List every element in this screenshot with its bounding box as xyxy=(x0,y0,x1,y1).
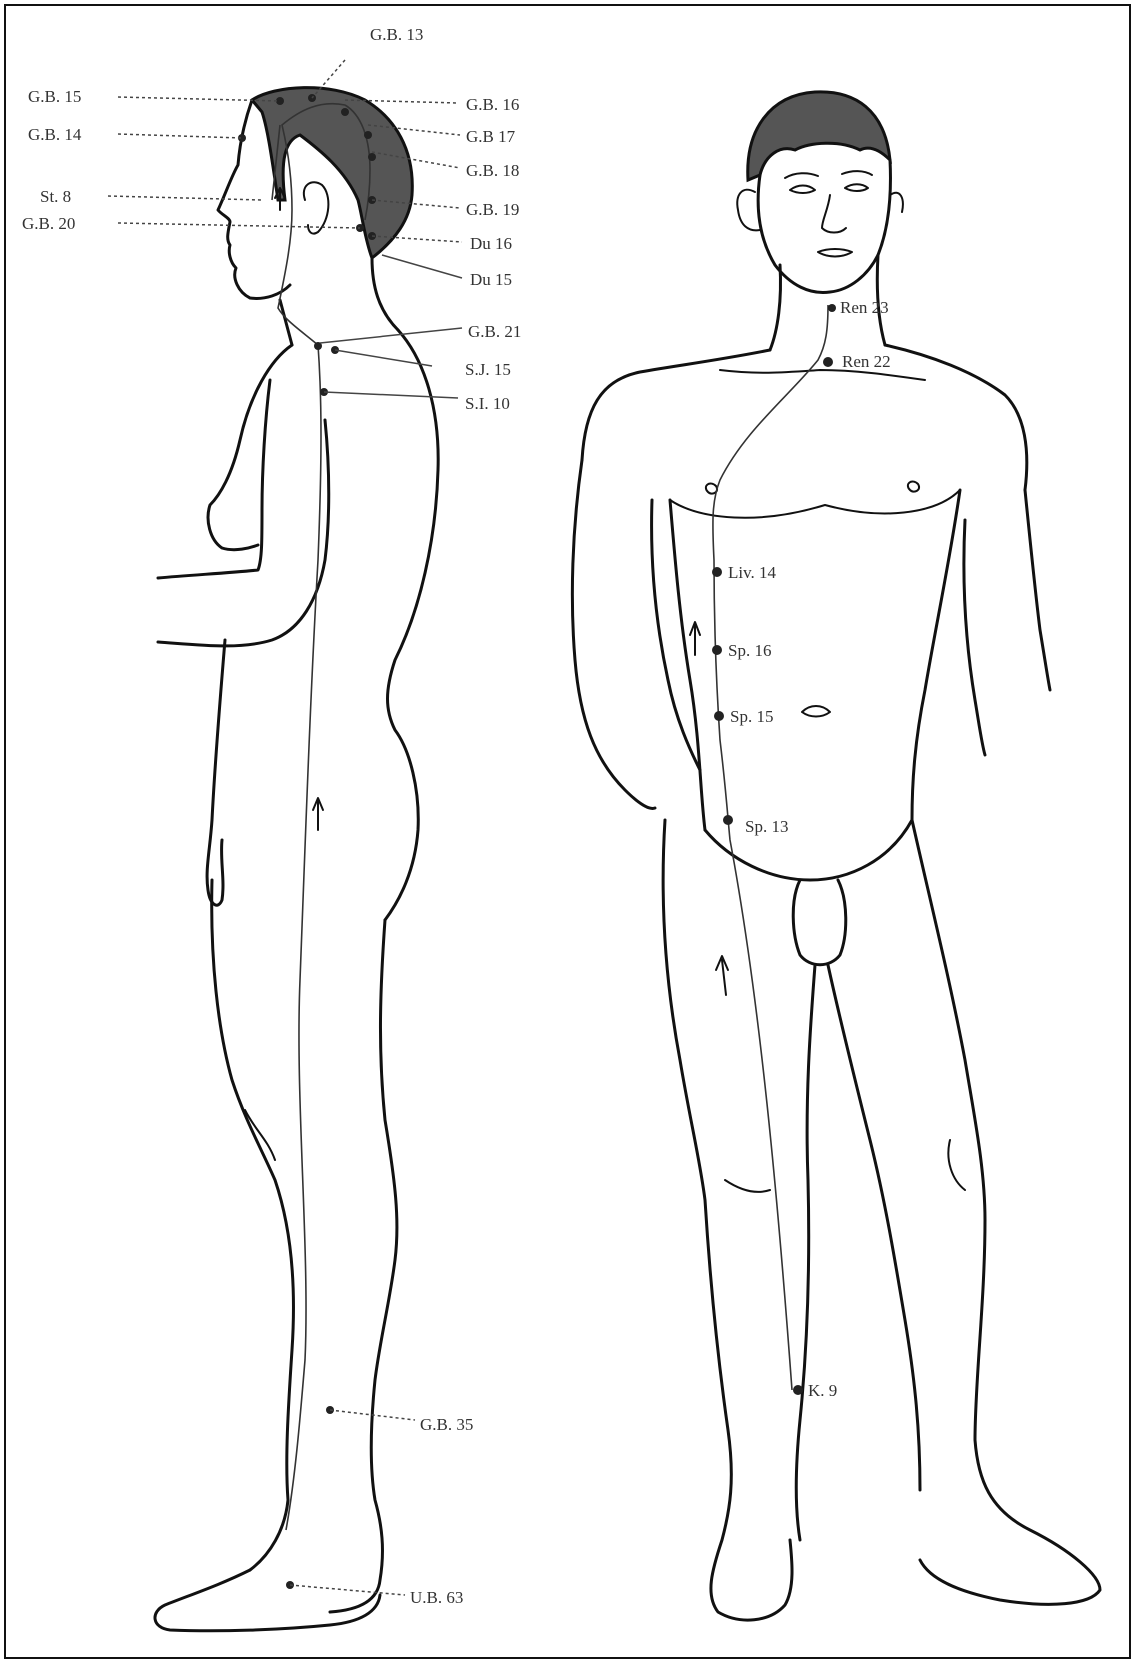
front-arm-right-inner xyxy=(964,520,985,755)
front-navel xyxy=(802,706,830,717)
front-torso-left xyxy=(670,500,705,830)
front-clavicle xyxy=(720,370,925,380)
label-sj15: S.J. 15 xyxy=(465,360,511,379)
side-ear xyxy=(304,182,329,233)
label-sp16: Sp. 16 xyxy=(728,641,771,660)
label-st8: St. 8 xyxy=(40,187,71,206)
point-gb16 xyxy=(341,108,349,116)
front-leg-left-inner xyxy=(796,965,815,1540)
label-ren23: Ren 23 xyxy=(840,298,889,317)
side-front-leg xyxy=(212,880,294,1570)
front-arrow-chest xyxy=(690,622,700,655)
front-shoulder-right xyxy=(885,345,1027,490)
leader-si10 xyxy=(324,392,458,398)
side-view-figure xyxy=(155,88,438,1631)
point-sp13 xyxy=(723,815,733,825)
front-knee-left xyxy=(725,1180,770,1192)
figure-border xyxy=(5,5,1130,1658)
front-brow-left xyxy=(785,173,818,178)
label-ren22: Ren 22 xyxy=(842,352,891,371)
front-meridian-line xyxy=(713,305,828,1390)
front-head-outline xyxy=(758,160,890,293)
label-gb21: G.B. 21 xyxy=(468,322,521,341)
front-leg-right-inner xyxy=(828,965,920,1490)
side-back-leg xyxy=(330,920,397,1612)
front-shoulder-left xyxy=(582,350,770,460)
label-gb16: G.B. 16 xyxy=(466,95,519,114)
front-neck-left xyxy=(770,265,781,350)
front-ear-left xyxy=(737,190,760,231)
leader-ub63 xyxy=(290,1585,405,1595)
front-arrow-thigh xyxy=(716,956,728,995)
front-leg-right-outer xyxy=(912,820,1100,1604)
front-eye-left xyxy=(790,186,815,194)
label-si10: S.I. 10 xyxy=(465,394,510,413)
label-gb20: G.B. 20 xyxy=(22,214,75,233)
front-arm-right xyxy=(1025,490,1050,690)
front-mouth xyxy=(818,249,852,257)
side-neck-back xyxy=(372,258,398,330)
point-sp15 xyxy=(714,711,724,721)
label-du16: Du 16 xyxy=(470,234,512,253)
side-torso-front xyxy=(208,345,292,550)
front-eye-right xyxy=(845,184,868,191)
label-liv14: Liv. 14 xyxy=(728,563,777,582)
label-k9: K. 9 xyxy=(808,1381,837,1400)
side-hair xyxy=(252,88,412,258)
point-ren23 xyxy=(828,304,836,312)
side-arm xyxy=(158,380,270,578)
side-forearm xyxy=(158,420,329,646)
point-ren22 xyxy=(823,357,833,367)
side-meridian-line xyxy=(278,104,345,1530)
label-gb13: G.B. 13 xyxy=(370,25,423,44)
side-back xyxy=(385,330,438,920)
front-arm-left xyxy=(572,460,655,808)
front-nipple-right xyxy=(908,482,919,492)
side-arrow-leg xyxy=(313,798,323,830)
point-gb18 xyxy=(368,153,376,161)
front-nose xyxy=(822,195,846,233)
label-gb15: G.B. 15 xyxy=(28,87,81,106)
side-view-points xyxy=(238,94,376,1589)
label-gb18: G.B. 18 xyxy=(466,161,519,180)
side-knee-line xyxy=(245,1110,275,1160)
front-genitals xyxy=(793,880,846,965)
label-gb17: G.B 17 xyxy=(466,127,516,146)
point-k9 xyxy=(793,1385,803,1395)
label-sp15: Sp. 15 xyxy=(730,707,773,726)
point-sp16 xyxy=(712,645,722,655)
front-view-points xyxy=(712,304,836,1395)
leader-st8 xyxy=(108,196,262,200)
side-foot xyxy=(155,1570,380,1631)
label-gb35: G.B. 35 xyxy=(420,1415,473,1434)
leader-du15 xyxy=(382,255,462,278)
leader-gb14 xyxy=(118,134,242,138)
side-belly xyxy=(207,640,225,905)
label-ub63: U.B. 63 xyxy=(410,1588,463,1607)
side-view-labels: G.B. 13 G.B. 15 G.B. 14 St. 8 G.B. 20 G.… xyxy=(22,25,521,1607)
label-gb14: G.B. 14 xyxy=(28,125,82,144)
front-leg-left-outer xyxy=(663,820,792,1620)
front-arm-left-inner xyxy=(652,500,700,770)
leader-gb21 xyxy=(320,328,462,343)
front-brow-right xyxy=(842,171,872,175)
point-gb17 xyxy=(364,131,372,139)
label-sp13: Sp. 13 xyxy=(745,817,788,836)
label-gb19: G.B. 19 xyxy=(466,200,519,219)
front-torso-right xyxy=(912,490,960,820)
front-ear-right xyxy=(890,193,903,212)
point-liv14 xyxy=(712,567,722,577)
front-hair xyxy=(748,92,890,180)
label-du15: Du 15 xyxy=(470,270,512,289)
front-knee-right xyxy=(948,1140,965,1190)
